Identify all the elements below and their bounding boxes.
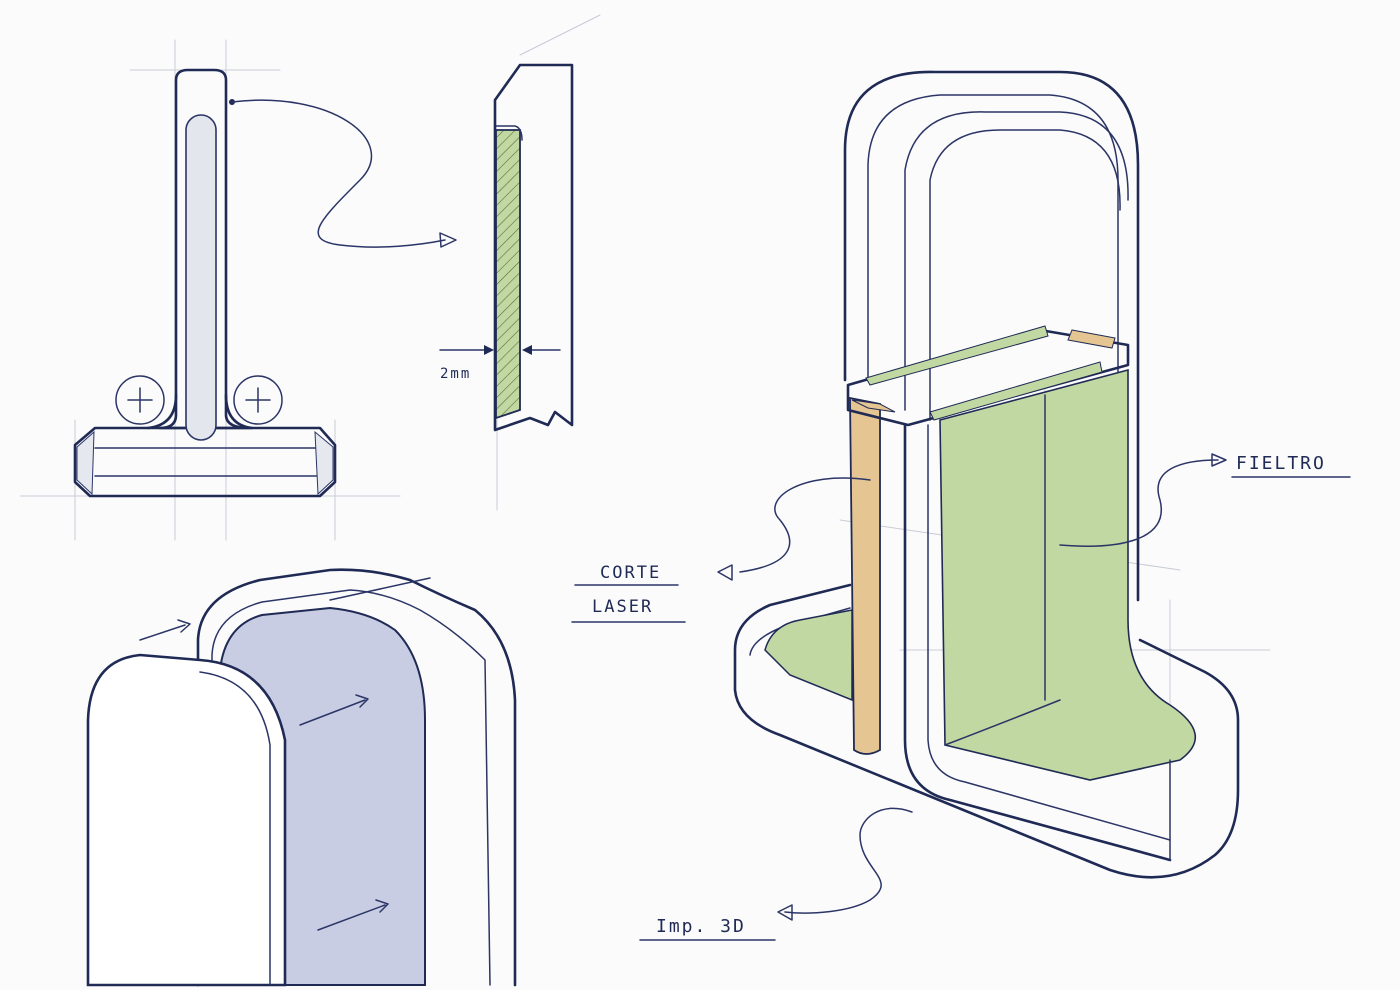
corte-label-line2: LASER xyxy=(592,597,653,617)
closeup-perspective-view xyxy=(86,568,517,987)
impresion-3d-label: Imp. 3D xyxy=(656,916,746,937)
thickness-dimension-label: 2mm xyxy=(440,366,471,382)
section-detail-view: 2mm xyxy=(439,63,574,432)
perspective-stand-view: CORTE LASER FIELTRO Imp. 3D xyxy=(571,70,1351,941)
corte-label-line1: CORTE xyxy=(600,563,661,583)
front-elevation-view xyxy=(73,68,457,498)
fieltro-label: FIELTRO xyxy=(1236,453,1326,474)
